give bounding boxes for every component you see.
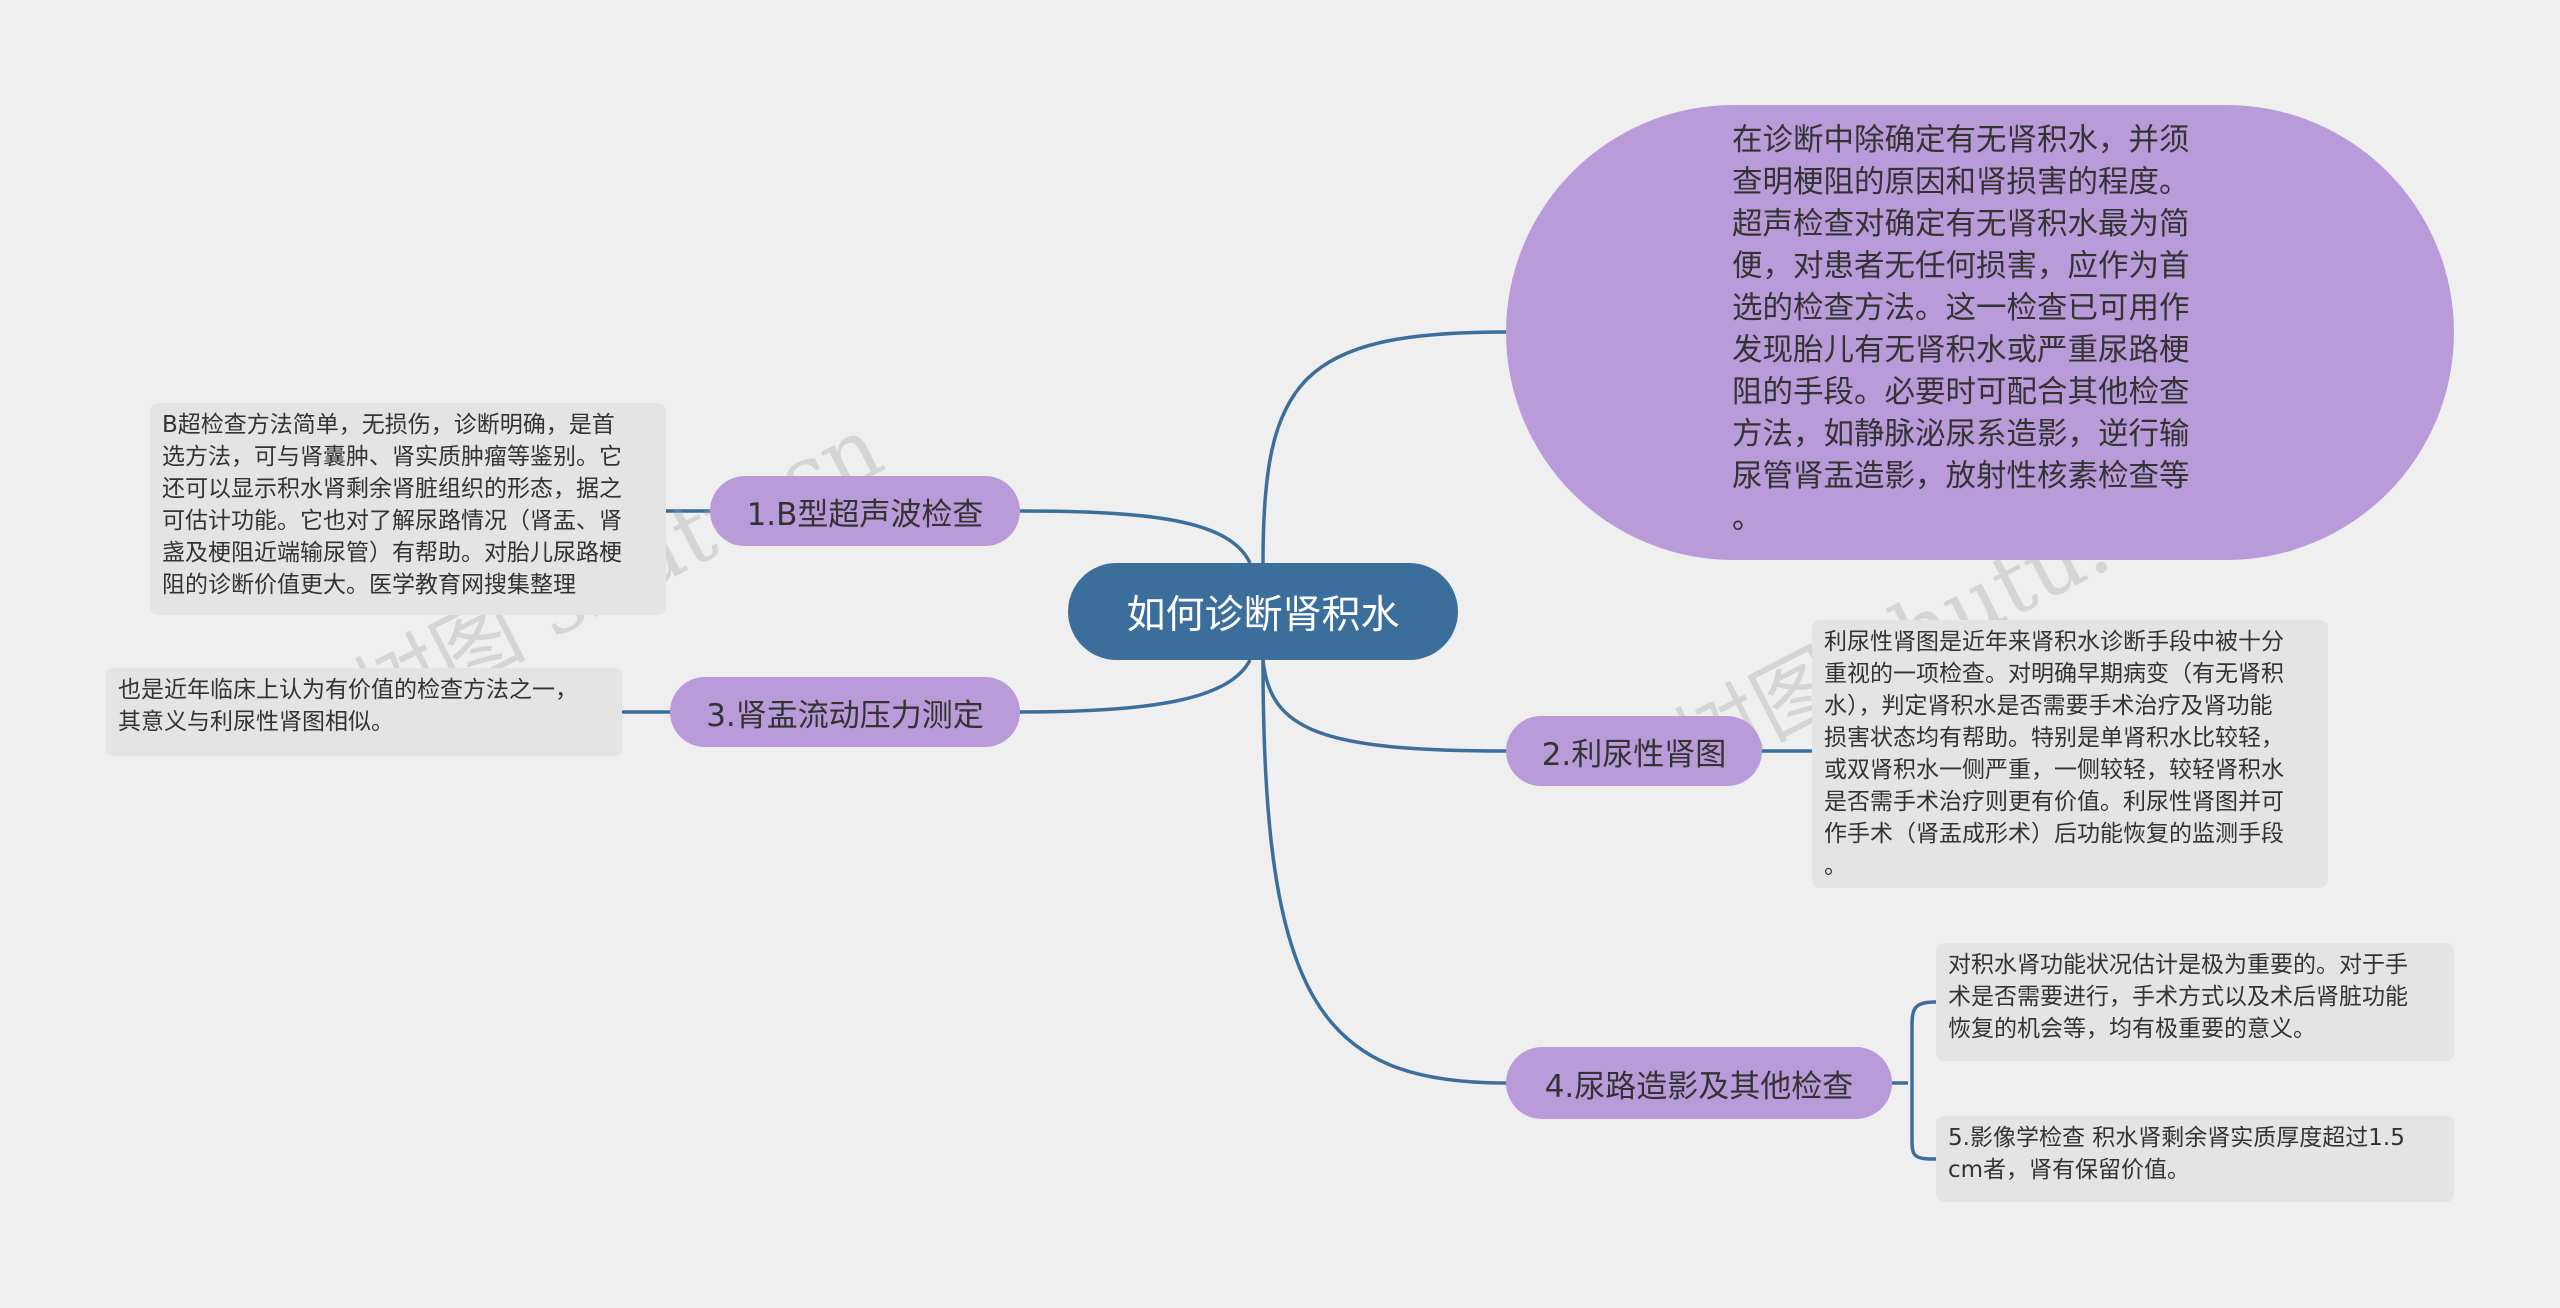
leaf-urography-imaging[interactable]: 5.影像学检查 积水肾剩余肾实质厚度超过1.5 cm者，肾有保留价值。: [1936, 1116, 2454, 1202]
link-root-top: [1261, 330, 1507, 564]
root-node[interactable]: 如何诊断肾积水: [1068, 563, 1458, 660]
link-root-b4: [1261, 659, 1507, 1085]
link-root-b2: [1261, 659, 1507, 753]
branch-b-ultrasound[interactable]: 1.B型超声波检查: [710, 476, 1020, 546]
leaf-b-ultrasound[interactable]: B超检查方法简单，无损伤，诊断明确，是首 选方法，可与肾囊肿、肾实质肿瘤等鉴别。…: [150, 403, 666, 615]
top-leaf-node[interactable]: 在诊断中除确定有无肾积水，并须 查明梗阻的原因和肾损害的程度。 超声检查对确定有…: [1506, 105, 2454, 560]
branch-pelvis-pressure[interactable]: 3.肾盂流动压力测定: [670, 677, 1020, 747]
branch-urography[interactable]: 4.尿路造影及其他检查: [1506, 1047, 1892, 1119]
link-root-b3: [1019, 659, 1252, 714]
leaf-urography-function[interactable]: 对积水肾功能状况估计是极为重要的。对于手 术是否需要进行，手术方式以及术后肾脏功…: [1936, 943, 2454, 1061]
link-b4-leaves: [1892, 1000, 1937, 1161]
link-root-b1: [1019, 509, 1252, 564]
top-leaf-text: 在诊断中除确定有无肾积水，并须 查明梗阻的原因和肾损害的程度。 超声检查对确定有…: [1732, 123, 2190, 536]
leaf-diuretic-renogram[interactable]: 利尿性肾图是近年来肾积水诊断手段中被十分 重视的一项检查。对明确早期病变（有无肾…: [1812, 620, 2328, 888]
branch-diuretic-renogram[interactable]: 2.利尿性肾图: [1506, 716, 1762, 786]
leaf-pelvis-pressure[interactable]: 也是近年临床上认为有价值的检查方法之一， 其意义与利尿性肾图相似。: [106, 668, 622, 756]
